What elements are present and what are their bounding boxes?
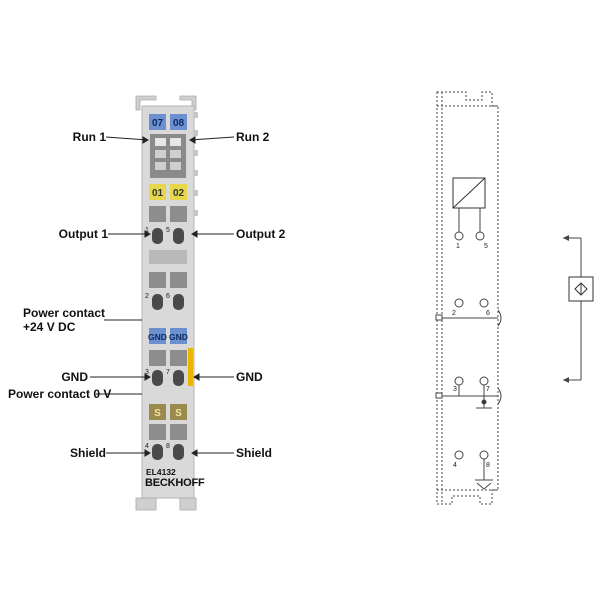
sch-num-7: 7 xyxy=(486,386,490,393)
label-shield-right: Shield xyxy=(236,446,273,460)
tag-s1: S xyxy=(154,408,161,419)
tag-02: 02 xyxy=(173,188,185,199)
tag-01: 01 xyxy=(152,188,164,199)
contact-block-1 xyxy=(149,206,187,244)
module-contact-3: 3 xyxy=(145,369,149,376)
tag-02-bg xyxy=(170,184,187,200)
brand-label: BECKHOFF xyxy=(145,477,205,489)
tag-08: 08 xyxy=(173,118,185,129)
tag-gnd2-bg xyxy=(170,328,187,344)
contact-block-3 xyxy=(149,350,187,386)
tag-07: 07 xyxy=(152,118,164,129)
tag-s2: S xyxy=(175,408,182,419)
module-contact-6: 6 xyxy=(166,293,170,300)
label-run2: Run 2 xyxy=(236,130,270,144)
tag-s2-bg xyxy=(170,404,187,420)
tag-01-bg xyxy=(149,184,166,200)
label-power-24v-line2: +24 V DC xyxy=(23,320,76,334)
module-contact-7: 7 xyxy=(166,369,170,376)
label-gnd-right: GND xyxy=(236,370,263,384)
label-power-24v: Power contact +24 V DC xyxy=(23,306,105,334)
label-run1: Run 1 xyxy=(72,130,106,144)
led-run2 xyxy=(170,138,181,146)
led-run1 xyxy=(155,138,166,146)
module-contact-1: 1 xyxy=(145,227,149,234)
label-shield-left: Shield xyxy=(69,446,106,460)
tag-07-bg xyxy=(149,114,166,130)
sch-num-2: 2 xyxy=(452,310,456,317)
label-output2: Output 2 xyxy=(236,227,286,241)
sch-num-3: 3 xyxy=(453,386,457,393)
contact-block-2 xyxy=(149,272,187,310)
module-contact-2: 2 xyxy=(145,293,149,300)
module-contact-8: 8 xyxy=(166,443,170,450)
tag-08-bg xyxy=(170,114,187,130)
tag-gnd1: GND xyxy=(148,332,167,342)
label-power-24v-line1: Power contact xyxy=(23,306,106,320)
model-label: EL4132 xyxy=(146,467,176,477)
module-contact-4: 4 xyxy=(145,443,149,450)
sch-num-5: 5 xyxy=(484,243,488,250)
sch-num-4: 4 xyxy=(453,462,457,469)
power-rail xyxy=(188,348,193,386)
sch-num-8: 8 xyxy=(486,462,490,469)
contact-block-4 xyxy=(149,424,187,460)
tag-s1-bg xyxy=(149,404,166,420)
label-power-0v: Power contact 0 V xyxy=(8,387,112,401)
label-output1: Output 1 xyxy=(58,227,108,241)
label-gnd-left: GND xyxy=(61,370,88,384)
sch-num-6: 6 xyxy=(486,310,490,317)
schematic xyxy=(435,91,594,505)
dac-box xyxy=(452,177,486,209)
tag-gnd1-bg xyxy=(149,328,166,344)
sch-num-1: 1 xyxy=(456,243,460,250)
tag-gnd2: GND xyxy=(169,332,188,342)
module-contact-5: 5 xyxy=(166,227,170,234)
